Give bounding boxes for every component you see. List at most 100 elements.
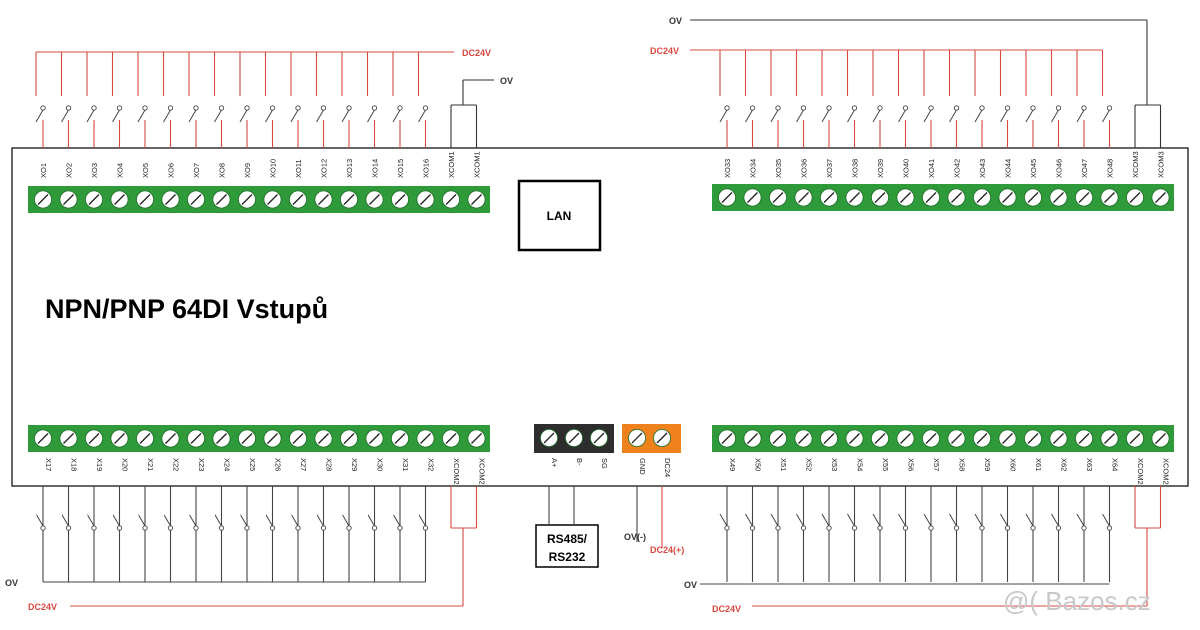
- terminal-strip-top-left-screw-slot: [114, 194, 125, 205]
- terminal-label: X54: [856, 458, 865, 471]
- input-switch-blade: [1025, 513, 1034, 527]
- terminal-label: X32: [427, 458, 436, 471]
- terminal-label: X24: [223, 458, 232, 471]
- terminal-strip-top-left-screw-slot: [292, 194, 304, 205]
- terminal-strip-bottom-right-screw-slot: [874, 433, 886, 444]
- com-label: XCOM1: [447, 151, 456, 178]
- input-switch-blade: [188, 109, 197, 123]
- terminal-label: XO11: [294, 159, 303, 178]
- terminal-strip-top-left-screw-slot: [445, 194, 457, 205]
- input-switch-blade: [1102, 513, 1110, 527]
- gnd-wire-label: OV(-): [624, 532, 646, 542]
- terminal-strip-top-left-screw-slot: [394, 194, 406, 205]
- terminal-label: XO7: [192, 163, 201, 178]
- terminal-label: XO47: [1080, 159, 1089, 178]
- terminal-strip-bottom-right-screw-slot: [721, 433, 733, 444]
- terminal-label: X27: [299, 458, 308, 471]
- terminal-strip-bottom-right-screw-slot: [823, 433, 835, 444]
- dc24v-label: DC24V: [650, 46, 679, 56]
- terminal-label: X60: [1009, 458, 1018, 471]
- input-switch-contact: [295, 105, 301, 111]
- input-switch-blade: [35, 109, 44, 123]
- terminal-strip-bottom-left-screw-slot: [471, 433, 482, 444]
- input-switch-blade: [898, 513, 906, 527]
- terminal-strip-top-right-screw-slot: [1002, 192, 1013, 203]
- terminal-strip-bottom-right-screw-slot: [900, 433, 911, 444]
- power-pin-label: GND: [638, 458, 647, 475]
- terminal-label: X29: [350, 458, 359, 471]
- input-switch-blade: [418, 109, 426, 123]
- terminal-label: XO38: [851, 159, 860, 178]
- terminal-strip-bottom-left-screw-slot: [88, 433, 100, 444]
- input-switch-blade: [949, 513, 957, 527]
- input-switch-blade: [35, 513, 44, 527]
- input-switch-blade: [949, 109, 957, 123]
- input-switch-blade: [418, 513, 426, 527]
- input-switch-blade: [188, 513, 197, 527]
- rs-pin-label: B-: [575, 458, 584, 466]
- terminal-label: X28: [325, 458, 334, 471]
- input-switch-blade: [796, 513, 804, 527]
- input-switch-contact: [979, 525, 985, 531]
- terminal-label: X64: [1111, 458, 1120, 471]
- input-switch-blade: [61, 513, 69, 527]
- input-switch-contact: [928, 105, 934, 111]
- terminal-label: XO5: [141, 163, 150, 178]
- terminal-strip-top-left-screw-slot: [369, 194, 380, 205]
- terminal-strip-top-right-screw-slot: [1027, 192, 1039, 203]
- terminal-strip-top-left-screw-slot: [241, 194, 253, 205]
- input-switch-contact: [1030, 525, 1036, 531]
- terminal-strip-bottom-right-screw-slot: [1078, 433, 1090, 444]
- input-switch-contact: [1106, 525, 1113, 531]
- terminal-label: X52: [805, 458, 814, 471]
- terminal-label: XO10: [269, 159, 278, 178]
- input-switch-blade: [392, 513, 401, 527]
- terminal-label: XO33: [723, 159, 732, 178]
- input-switch-contact: [40, 525, 46, 531]
- terminal-strip-top-right-screw-slot: [721, 192, 733, 203]
- terminal-label: XO4: [116, 163, 125, 178]
- lan-label: LAN: [547, 209, 572, 223]
- terminal-label: X30: [376, 458, 385, 471]
- terminal-label: X63: [1085, 458, 1094, 471]
- input-switch-contact: [953, 105, 960, 111]
- terminal-label: X50: [754, 458, 763, 471]
- dc24-wire-label: DC24(+): [650, 545, 684, 555]
- terminal-label: XO39: [876, 159, 885, 178]
- input-switch-blade: [872, 109, 881, 123]
- ov-label: OV: [5, 578, 18, 588]
- input-switch-contact: [218, 105, 225, 111]
- terminal-strip-top-left-screw-slot: [216, 194, 227, 205]
- terminal-label: XO14: [371, 159, 380, 178]
- terminal-label: XO13: [345, 159, 354, 178]
- input-switch-blade: [1102, 109, 1110, 123]
- input-switch-blade: [1076, 109, 1085, 123]
- terminal-label: X17: [44, 458, 53, 471]
- terminal-label: XO8: [218, 163, 227, 178]
- input-switch-contact: [953, 525, 960, 531]
- terminal-label: X61: [1034, 458, 1043, 471]
- input-switch-contact: [979, 105, 985, 111]
- input-switch-contact: [902, 525, 909, 531]
- input-switch-contact: [724, 105, 730, 111]
- input-switch-contact: [851, 105, 858, 111]
- terminal-label: XO1: [39, 163, 48, 178]
- terminal-strip-top-left-screw-slot: [139, 194, 151, 205]
- rs-box: [535, 524, 599, 568]
- terminal-label: X58: [958, 458, 967, 471]
- terminal-label: X55: [881, 458, 890, 471]
- input-switch-blade: [86, 513, 95, 527]
- terminal-label: XO44: [1004, 159, 1013, 178]
- terminal-strip-bottom-left-screw-slot: [114, 433, 125, 444]
- input-switch-blade: [745, 513, 753, 527]
- input-switch-blade: [898, 109, 906, 123]
- terminal-strip-bottom-right-screw-slot: [849, 433, 860, 444]
- terminal-strip-bottom-right-screw-slot: [1155, 433, 1166, 444]
- terminal-strip-bottom-right-screw-slot: [1027, 433, 1039, 444]
- input-switch-blade: [86, 109, 95, 123]
- input-switch-contact: [397, 525, 403, 531]
- input-switch-contact: [877, 525, 883, 531]
- input-switch-contact: [142, 105, 148, 111]
- terminal-strip-bottom-left-screw-slot: [445, 433, 457, 444]
- terminal-strip-bottom-right: [712, 425, 1174, 452]
